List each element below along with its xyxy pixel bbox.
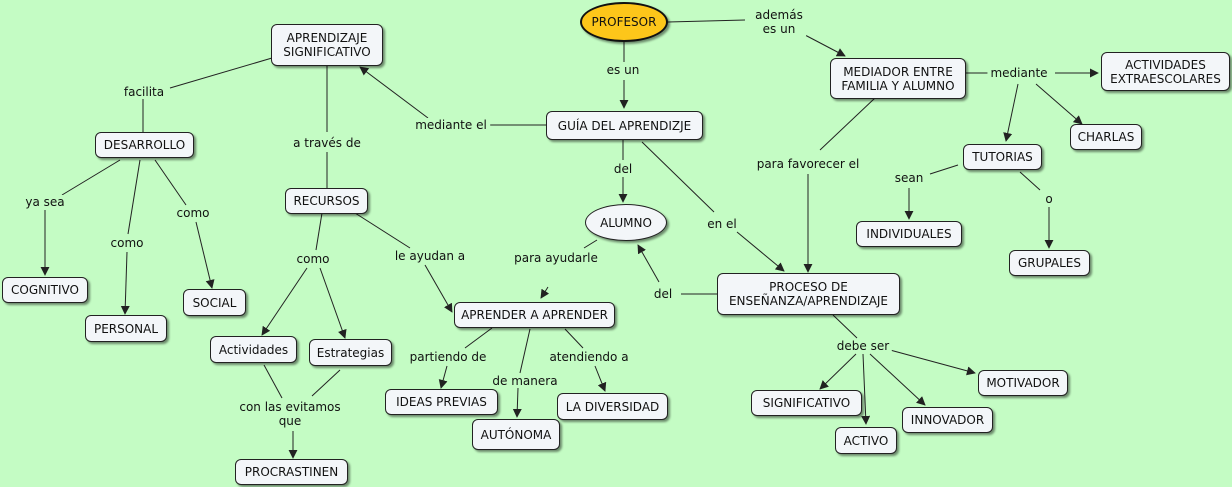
node-social[interactable]: SOCIAL xyxy=(183,289,246,316)
link-label-debe-ser: debe ser xyxy=(833,339,893,353)
node-guia-del-aprendizaje[interactable]: GUÍA DEL APRENDIZJE xyxy=(546,111,703,140)
node-profesor[interactable]: PROFESOR xyxy=(580,2,668,42)
link-label-ademas-es-un: además es un xyxy=(752,8,806,36)
node-mediador[interactable]: MEDIADOR ENTRE FAMILIA Y ALUMNO xyxy=(830,58,966,99)
node-charlas[interactable]: CHARLAS xyxy=(1070,124,1142,150)
link-label-del-proceso: del xyxy=(650,287,676,301)
link-label-para-ayudarle: para ayudarle xyxy=(511,251,601,265)
node-aprendizaje-significativo[interactable]: APRENDIZAJE SIGNIFICATIVO xyxy=(271,24,383,66)
link-label-mediante: mediante xyxy=(987,66,1051,80)
link-label-como-personal: como xyxy=(107,236,147,250)
link-label-de-manera: de manera xyxy=(489,374,561,388)
node-grupales[interactable]: GRUPALES xyxy=(1009,250,1090,276)
node-recursos[interactable]: RECURSOS xyxy=(285,188,368,214)
node-activo[interactable]: ACTIVO xyxy=(835,427,897,454)
node-innovador[interactable]: INNOVADOR xyxy=(902,407,993,433)
node-tutorias[interactable]: TUTORIAS xyxy=(963,144,1042,170)
node-estrategias[interactable]: Estrategias xyxy=(309,339,392,366)
node-actividades[interactable]: Actividades xyxy=(210,336,297,363)
link-label-en-el: en el xyxy=(704,217,740,231)
node-procrastinen[interactable]: PROCRASTINEN xyxy=(235,459,348,485)
node-aprender-a-aprender[interactable]: APRENDER A APRENDER xyxy=(454,302,615,328)
node-cognitivo[interactable]: COGNITIVO xyxy=(2,277,88,303)
link-label-partiendo-de: partiendo de xyxy=(406,350,490,364)
link-label-para-favorecer-el: para favorecer el xyxy=(753,157,863,171)
node-autonoma[interactable]: AUTÓNOMA xyxy=(472,419,560,450)
link-label-atendiendo-a: atendiendo a xyxy=(546,350,632,364)
link-label-con-las-evitamos-que: con las evitamos que xyxy=(236,400,344,428)
node-personal[interactable]: PERSONAL xyxy=(85,315,167,342)
node-significativo[interactable]: SIGNIFICATIVO xyxy=(751,390,862,416)
link-label-como-social: como xyxy=(173,206,213,220)
link-label-del-alumno: del xyxy=(610,162,636,176)
node-desarrollo[interactable]: DESARROLLO xyxy=(95,132,194,158)
link-label-ya-sea: ya sea xyxy=(22,195,68,209)
node-ideas-previas[interactable]: IDEAS PREVIAS xyxy=(385,389,498,415)
link-label-le-ayudan-a: le ayudan a xyxy=(391,249,469,263)
link-label-como-recursos: como xyxy=(293,252,333,266)
link-label-facilita: facilita xyxy=(120,85,168,99)
node-individuales[interactable]: INDIVIDUALES xyxy=(856,221,962,247)
node-actividades-extraescolares[interactable]: ACTIVIDADES EXTRAESCOLARES xyxy=(1101,52,1230,91)
link-label-sean: sean xyxy=(891,171,927,185)
node-alumno[interactable]: ALUMNO xyxy=(585,204,667,241)
link-label-es-un: es un xyxy=(603,63,643,77)
link-label-mediante-el: mediante el xyxy=(412,118,490,132)
node-la-diversidad[interactable]: LA DIVERSIDAD xyxy=(557,393,668,420)
link-label-o: o xyxy=(1042,192,1056,206)
link-label-a-traves-de: a través de xyxy=(290,136,364,150)
node-proceso[interactable]: PROCESO DE ENSEÑANZA/APRENDIZAJE xyxy=(717,273,900,315)
node-motivador[interactable]: MOTIVADOR xyxy=(978,370,1068,396)
